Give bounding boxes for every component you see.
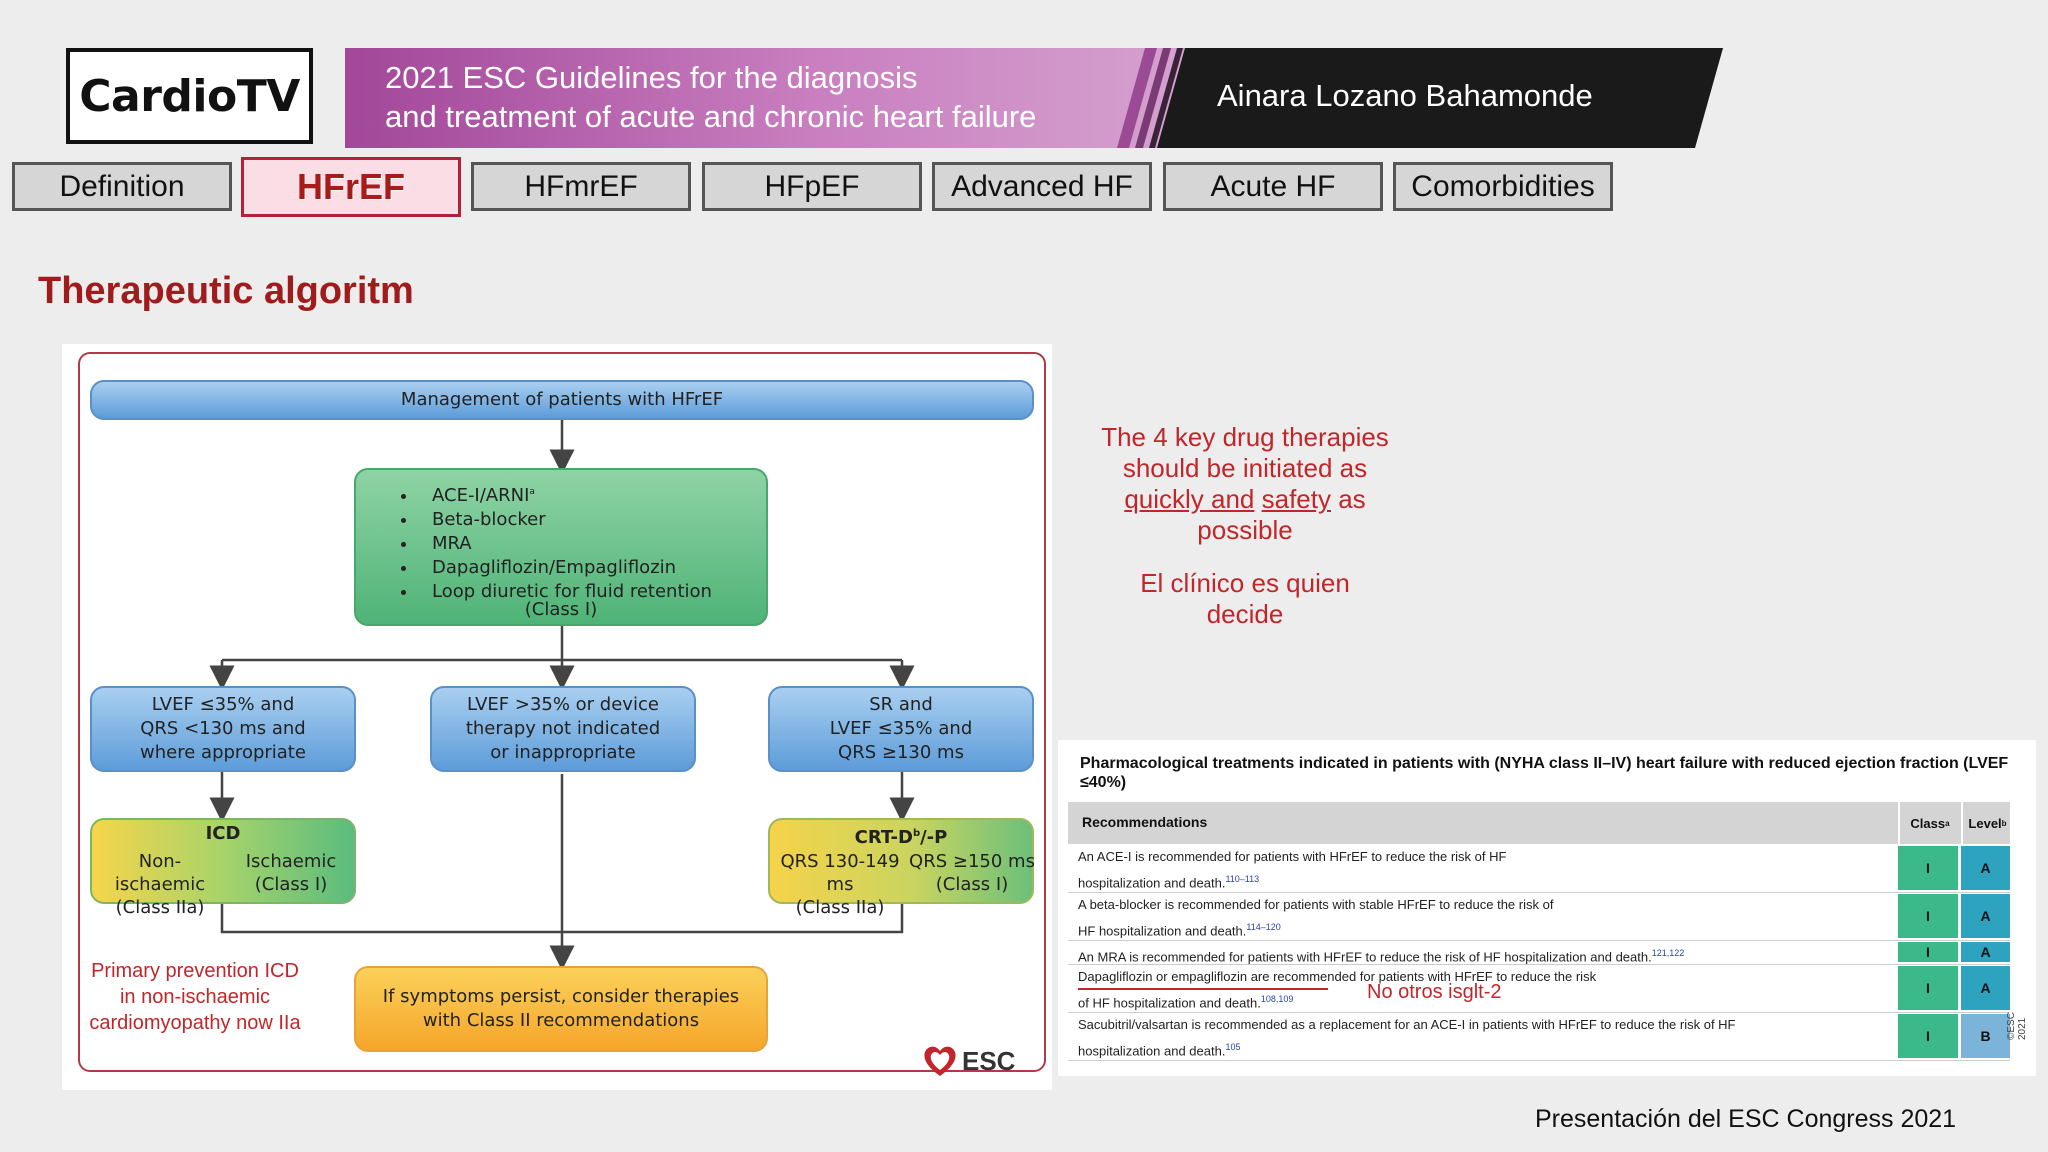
level-cell: A: [1961, 846, 2010, 890]
table-row: Sacubitril/valsartan is recommended as a…: [1068, 1014, 2010, 1061]
crt-qrs-130-149: QRS 130-149 ms(Class IIa): [780, 851, 900, 918]
section-title: Therapeutic algoritm: [38, 270, 414, 312]
tab-hfmref[interactable]: HFmrEF: [471, 162, 691, 211]
algorithm-frame: [78, 352, 1046, 1072]
esc-logo-text: ESC: [962, 1045, 1016, 1076]
key-drugs-note: The 4 key drug therapies should be initi…: [1101, 422, 1389, 545]
esc-logo: ESC: [922, 1044, 1015, 1078]
table-title: Pharmacological treatments indicated in …: [1080, 755, 2009, 791]
icd-ischaemic: Ischaemic(Class I): [245, 851, 337, 895]
level-cell: A: [1961, 942, 2010, 962]
drug-item: MRA: [418, 532, 712, 556]
tab-definition[interactable]: Definition: [12, 162, 232, 211]
table-row: An MRA is recommended for patients with …: [1068, 942, 2010, 965]
tab-acute-hf[interactable]: Acute HF: [1163, 162, 1383, 211]
guideline-title: 2021 ESC Guidelines for the diagnosis an…: [385, 60, 1037, 134]
class-cell: I: [1898, 1014, 1958, 1058]
recommendation-text: A beta-blocker is recommended for patien…: [1078, 897, 1554, 939]
first-line-drugs-box: ACE-I/ARNIa Beta-blocker MRA Dapaglifloz…: [354, 468, 768, 626]
recommendation-text: Dapagliflozin or empagliflozin are recom…: [1078, 969, 1597, 1011]
recommendation-text: An MRA is recommended for patients with …: [1078, 948, 1685, 965]
recommendation-text: Sacubitril/valsartan is recommended as a…: [1078, 1017, 1736, 1059]
drug-item: Loop diuretic for fluid retention: [418, 580, 712, 604]
class-cell: I: [1898, 894, 1958, 938]
icd-box: ICD Non-ischaemic(Class IIa) Ischaemic(C…: [90, 818, 356, 918]
title-banner: [345, 48, 1723, 148]
persistent-symptoms-box: If symptoms persist, consider therapies …: [354, 966, 768, 1052]
handwritten-underline: [1078, 988, 1328, 990]
heart-icon: [924, 1046, 956, 1076]
table-row: Dapagliflozin or empagliflozin are recom…: [1068, 966, 2010, 1013]
clinician-note: El clínico es quien decide: [1140, 568, 1350, 629]
recommendation-text: An ACE-I is recommended for patients wit…: [1078, 849, 1507, 891]
presenter-name: Ainara Lozano Bahamonde: [1217, 78, 1593, 113]
lvef-gt35-box: LVEF >35% or device therapy not indicate…: [430, 686, 696, 772]
crt-box: CRT-Db/-P QRS 130-149 ms(Class IIa) QRS …: [768, 818, 1035, 918]
cardiotv-logo: CardioTV: [66, 48, 313, 144]
tab-comorbidities[interactable]: Comorbidities: [1393, 162, 1613, 211]
footer-source: Presentación del ESC Congress 2021: [1535, 1105, 1957, 1133]
icd-title: ICD: [205, 823, 241, 844]
isglt2-annotation: No otros isglt-2: [1367, 981, 1502, 1003]
drug-item: Beta-blocker: [418, 508, 712, 532]
drug-item: ACE-I/ARNIa: [418, 480, 712, 508]
table-row: A beta-blocker is recommended for patien…: [1068, 894, 2010, 941]
lvef-le35-qrs-lt130-box: LVEF ≤35% and QRS <130 ms and where appr…: [90, 686, 356, 772]
crt-title: CRT-Db/-P: [854, 827, 948, 848]
drugs-class-label: (Class I): [524, 599, 598, 620]
header-recommendations: Recommendations: [1082, 814, 1208, 830]
connector-arrows: [209, 420, 915, 971]
icd-annotation: Primary prevention ICD in non-ischaemic …: [89, 960, 301, 1034]
sr-lvef-qrs-ge130-box: SR and LVEF ≤35% and QRS ≥130 ms: [768, 686, 1034, 772]
level-cell: A: [1961, 894, 2010, 938]
class-cell: I: [1898, 966, 1958, 1010]
recommendations-table: Pharmacological treatments indicated in …: [1058, 740, 2036, 1076]
tab-hfref[interactable]: HFrEF: [241, 157, 461, 217]
tab-advanced-hf[interactable]: Advanced HF: [932, 162, 1152, 211]
management-header-box: Management of patients with HFrEF: [90, 380, 1034, 420]
therapeutic-algorithm-figure: Management of patients with HFrEF ACE-I/…: [62, 344, 1052, 1090]
esc-copyright: ©ESC 2021: [2006, 1012, 2028, 1040]
table-row: An ACE-I is recommended for patients wit…: [1068, 846, 2010, 893]
level-cell: B: [1961, 1014, 2010, 1058]
icd-non-ischaemic: Non-ischaemic(Class IIa): [114, 851, 206, 918]
drug-item: Dapagliflozin/Empagliflozin: [418, 556, 712, 580]
class-cell: I: [1898, 942, 1958, 962]
drug-list: ACE-I/ARNIa Beta-blocker MRA Dapaglifloz…: [418, 480, 712, 604]
level-cell: A: [1961, 966, 2010, 1010]
crt-qrs-ge150: QRS ≥150 ms(Class I): [909, 851, 1035, 895]
class-cell: I: [1898, 846, 1958, 890]
tab-hfpef[interactable]: HFpEF: [702, 162, 922, 211]
